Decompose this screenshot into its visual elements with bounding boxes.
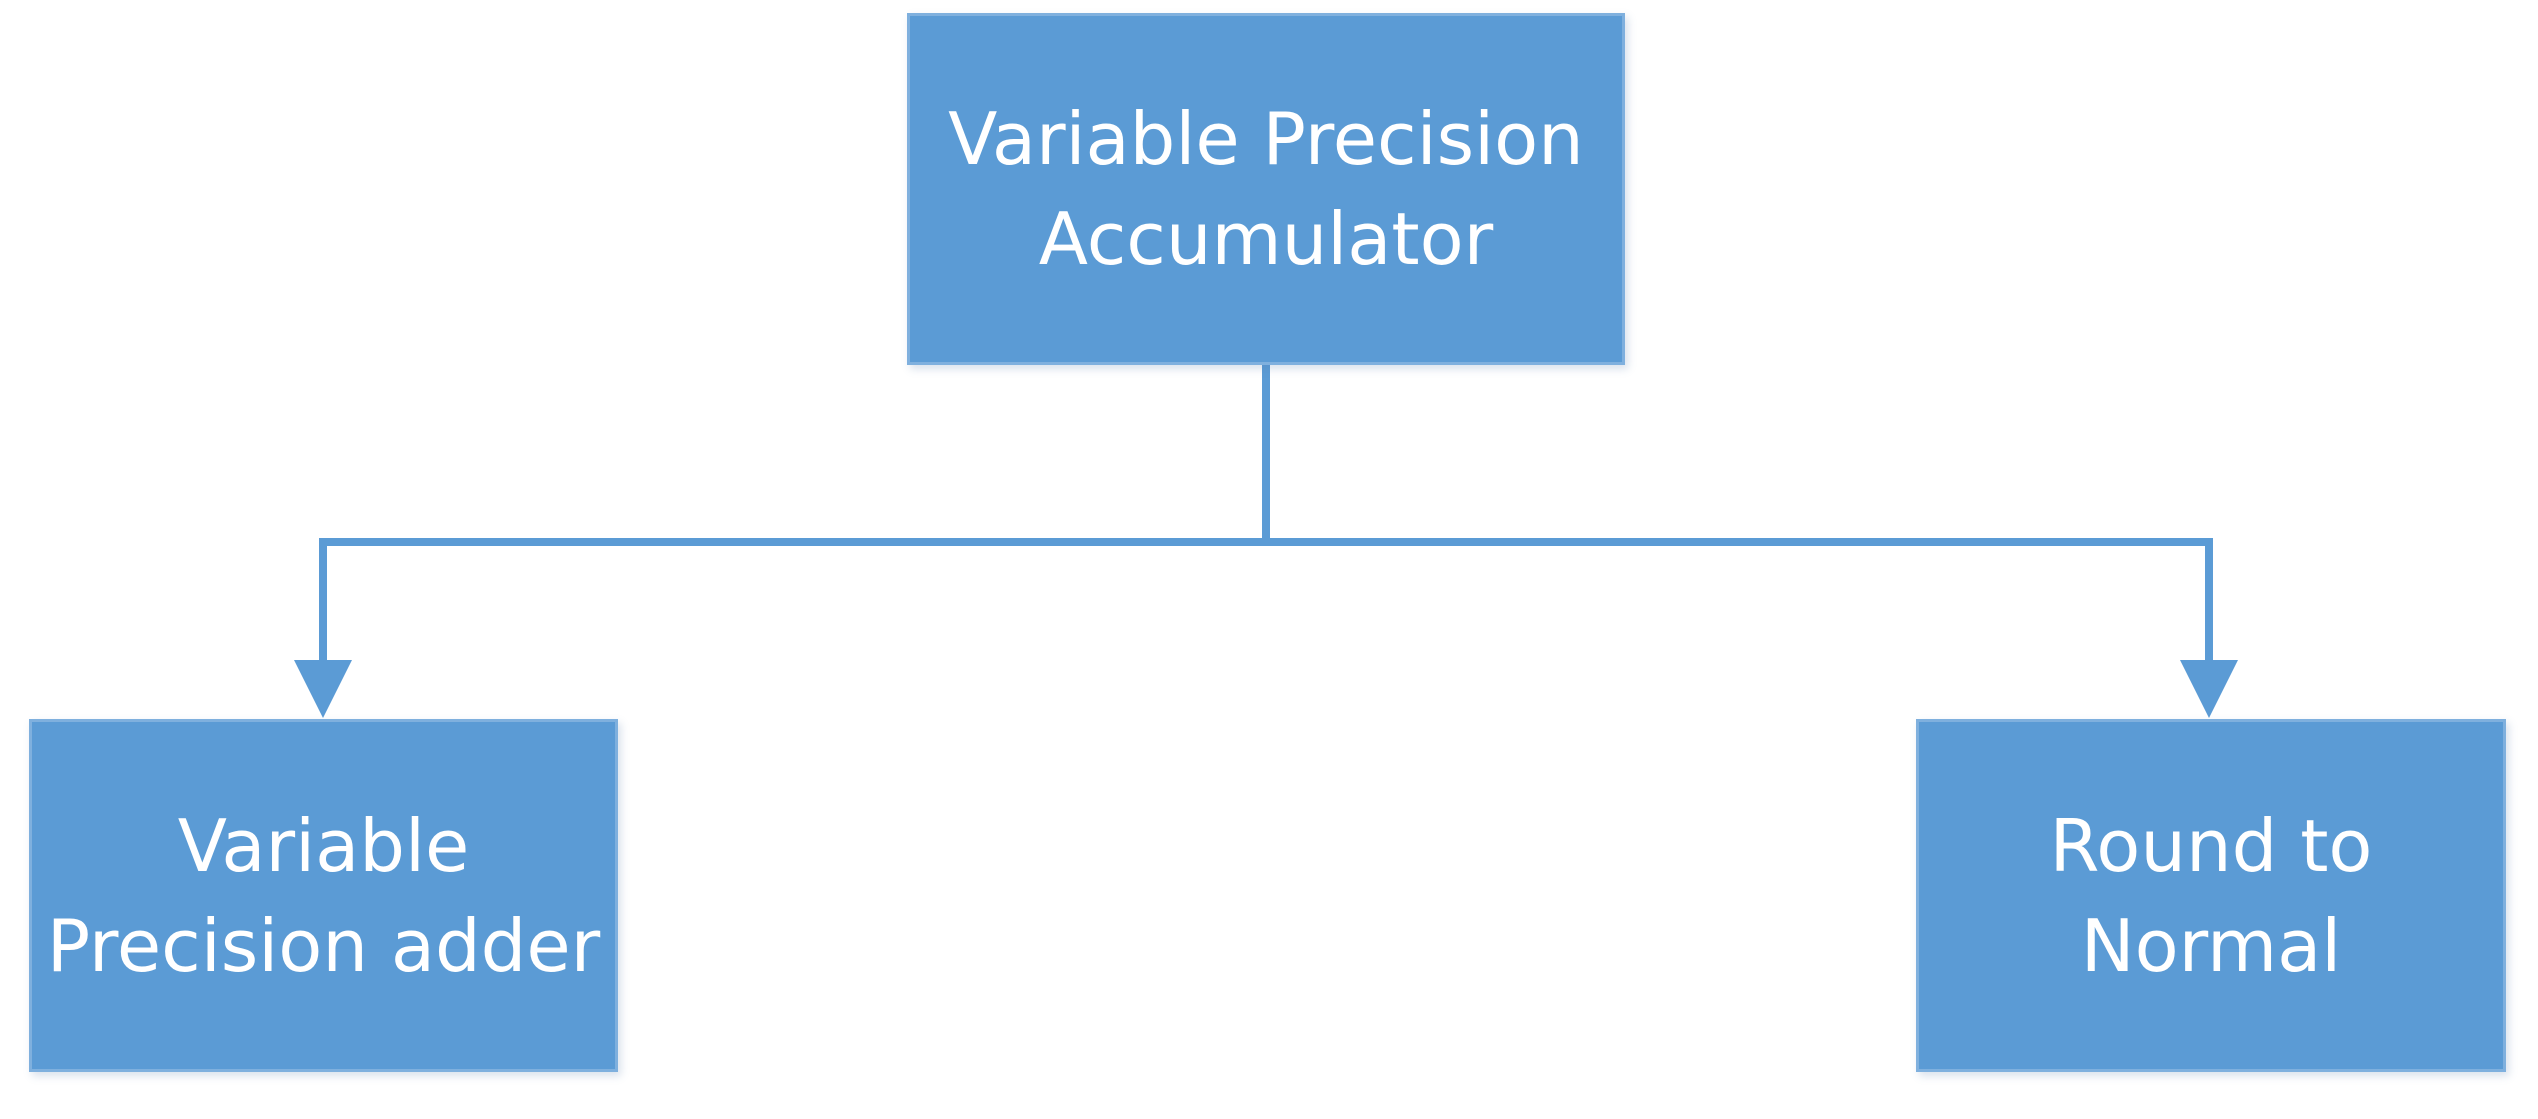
connector-line-left (319, 365, 1270, 668)
node-label: Variable Precision Accumulator (948, 97, 1584, 281)
arrowhead-right-icon (2180, 660, 2238, 718)
node-label: Variable Precision adder (46, 803, 601, 988)
node-variable-precision-accumulator: Variable Precision Accumulator (907, 13, 1625, 365)
node-round-to-normal: Round to Normal (1916, 719, 2506, 1072)
connector-line-right (1266, 538, 2213, 668)
arrowhead-left-icon (294, 660, 352, 718)
node-variable-precision-adder: Variable Precision adder (29, 719, 618, 1072)
node-label: Round to Normal (2049, 803, 2373, 988)
edge-root-to-left (294, 365, 1270, 718)
edge-root-to-right (1266, 538, 2238, 718)
